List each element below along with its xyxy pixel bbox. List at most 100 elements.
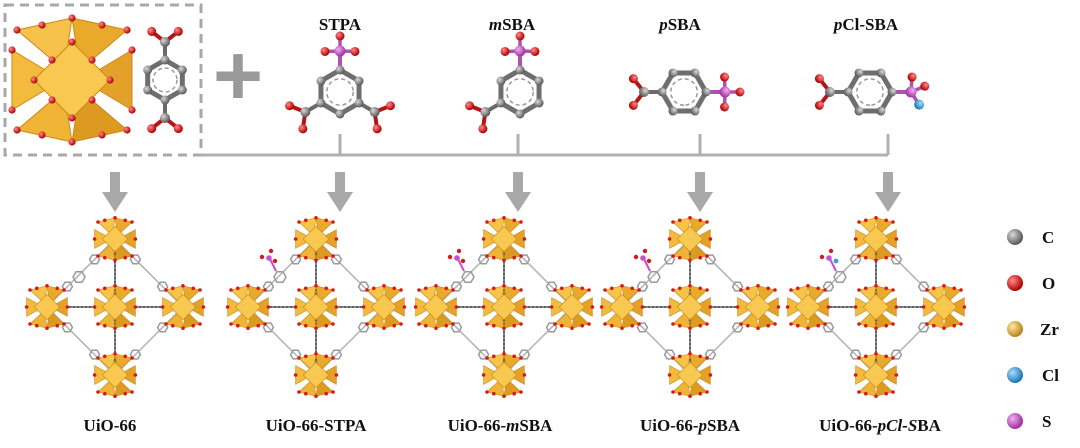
oxygen-atom: [864, 255, 868, 260]
oxygen-atom: [678, 286, 682, 291]
oxygen-atom: [92, 373, 97, 377]
sulfur-atom: [640, 255, 646, 261]
oxygen-atom: [942, 283, 946, 288]
oxygen-atom: [314, 326, 318, 331]
oxygen-atom: [502, 258, 506, 263]
legend-swatch-o: [1007, 275, 1023, 291]
linker-ring: [704, 349, 717, 360]
oxygen-atom: [688, 215, 692, 220]
ring-group: [285, 31, 395, 134]
oxygen-atom: [297, 356, 301, 360]
legend-label-s: S: [1042, 412, 1051, 431]
linker-ring: [450, 322, 463, 333]
zr-polyhedron-center: [862, 225, 890, 253]
oxygen-atom: [444, 323, 449, 328]
framework-uio66-stpa: [225, 215, 407, 399]
oxygen-atom: [776, 305, 781, 309]
oxygen-atom: [884, 354, 888, 359]
oxygen-atom: [304, 323, 308, 328]
oxygen-atom: [48, 56, 56, 64]
oxygen-atom: [864, 354, 868, 359]
oxygen-atom: [806, 283, 810, 288]
oxygen-atom: [599, 305, 604, 309]
carbon-atom: [354, 98, 364, 108]
oxygen-atom: [88, 96, 96, 104]
framework-label-uio66-stpa: UiO-66-STPA: [266, 416, 367, 435]
oxygen-atom: [38, 131, 46, 139]
oxygen-atom: [806, 326, 810, 331]
oxygen-atom: [628, 100, 638, 110]
oxygen-atom: [735, 305, 740, 309]
oxygen-atom: [96, 322, 100, 326]
down-arrows: [102, 172, 901, 212]
oxygen-atom: [519, 390, 523, 394]
oxygen-atom: [705, 254, 709, 258]
oxygen-atom: [698, 323, 702, 328]
oxygen-atom: [113, 283, 117, 288]
bdc-linker: [143, 26, 187, 134]
oxygen-atom: [201, 305, 206, 309]
arrow-head: [875, 192, 901, 212]
oxygen-atom: [921, 305, 926, 309]
carbon-atom: [335, 109, 345, 119]
oxygen-atom: [522, 305, 527, 309]
oxygen-atom: [671, 322, 675, 326]
framework-label-uio66-pclsba: UiO-66-pCl-SBA: [819, 416, 942, 435]
zr-polyhedron-center: [744, 293, 772, 321]
oxygen-atom: [96, 390, 100, 394]
oxygen-atom: [502, 326, 506, 331]
oxygen-atom: [361, 305, 366, 309]
oxygen-atom: [633, 254, 639, 260]
oxygen-atom: [962, 305, 967, 309]
oxygen-atom: [444, 286, 449, 291]
oxygen-atom: [246, 326, 250, 331]
oxygen-atom: [678, 218, 682, 223]
oxygen-atom: [708, 373, 713, 377]
oxygen-atom: [38, 21, 46, 29]
linker-label-stpa: STPA: [319, 15, 362, 34]
oxygen-atom: [451, 288, 455, 292]
sulfonate-bond: [269, 258, 277, 272]
oxygen-atom: [756, 283, 760, 288]
oxygen-atom: [891, 356, 895, 360]
sulfur-atom: [266, 255, 272, 261]
oxygen-atom: [123, 354, 127, 359]
oxygen-atom: [399, 288, 403, 292]
oxygen-atom: [485, 356, 489, 360]
oxygen-atom: [68, 114, 76, 122]
oxygen-atom: [164, 288, 168, 292]
oxygen-atom: [646, 258, 652, 264]
oxygen-atom: [874, 258, 878, 263]
oxygen-atom: [424, 323, 428, 328]
oxygen-atom: [465, 101, 475, 111]
oxygen-atom: [874, 283, 878, 288]
oxygen-atom: [720, 102, 730, 112]
oxygen-atom: [560, 323, 564, 328]
oxygen-atom: [123, 26, 131, 34]
carbon-atom: [668, 68, 678, 78]
aromatic-ring: [152, 67, 178, 93]
oxygen-atom: [519, 356, 523, 360]
oxygen-atom: [925, 322, 929, 326]
oxygen-atom: [959, 288, 963, 292]
oxygen-atom: [952, 286, 956, 291]
zr-polyhedron-center: [169, 293, 197, 321]
zr-polyhedron-center: [302, 225, 330, 253]
arrow-head: [327, 192, 353, 212]
aromatic-ring: [670, 78, 698, 106]
carbon-atom: [534, 98, 544, 108]
oxygen-atom: [133, 237, 138, 241]
oxygen-atom: [746, 323, 750, 328]
oxygen-atom: [103, 354, 107, 359]
oxygen-atom: [256, 323, 261, 328]
carbon-atom: [143, 65, 153, 75]
oxygen-atom: [413, 305, 418, 309]
oxygen-atom: [705, 356, 709, 360]
arrow-shaft: [513, 172, 523, 192]
carbon-atom: [143, 85, 153, 95]
carbon-atom: [701, 87, 711, 97]
oxygen-atom: [481, 237, 486, 241]
oxygen-atom: [580, 323, 584, 328]
oxygen-atom: [130, 390, 134, 394]
